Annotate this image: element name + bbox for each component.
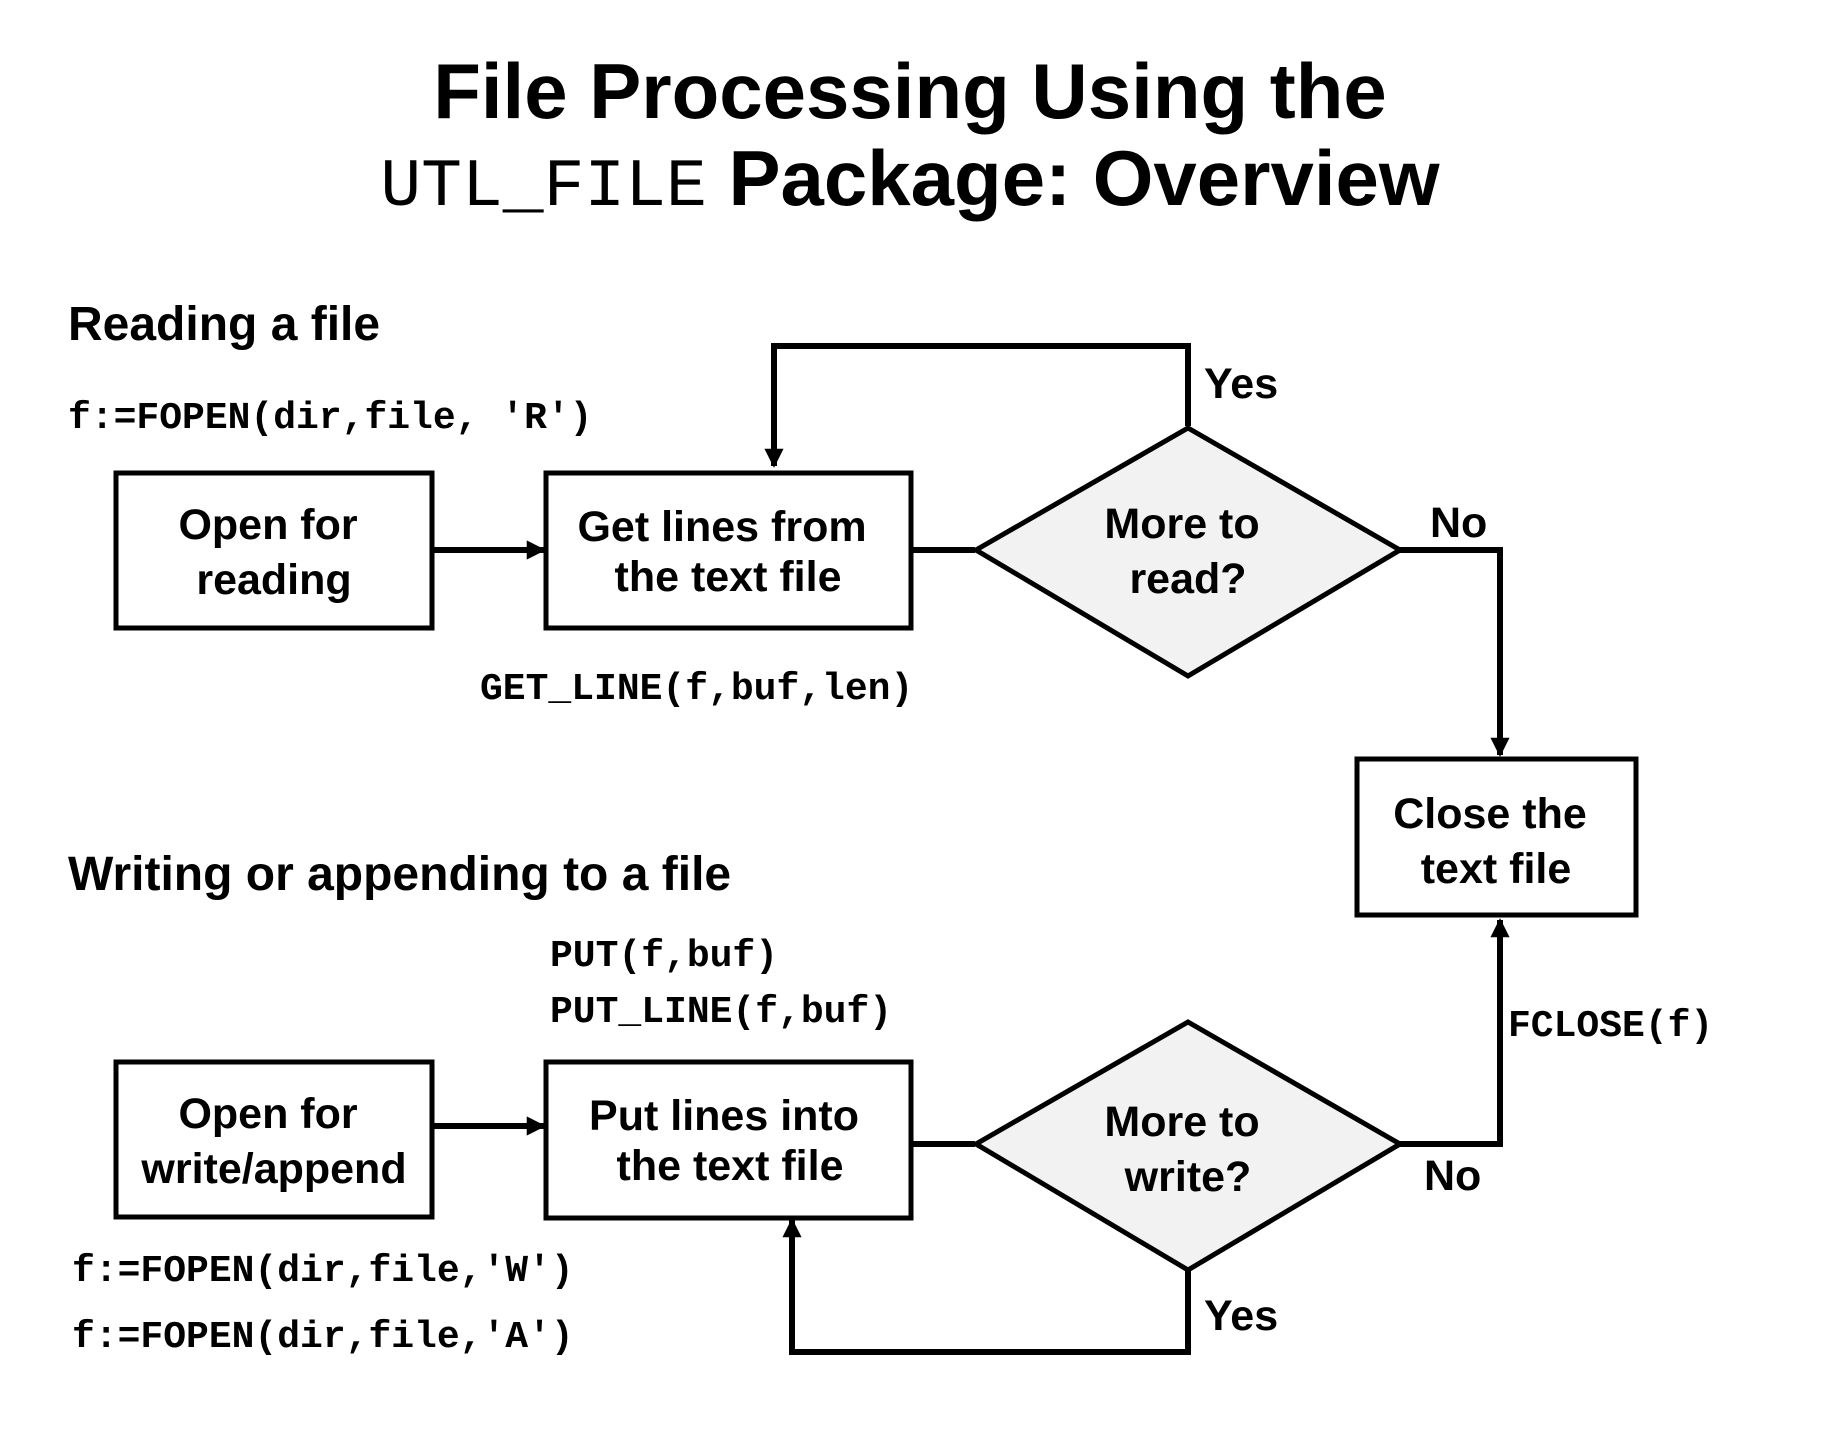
get-lines-box: Get lines from the text file <box>543 470 914 631</box>
read-yes-label: Yes <box>1204 360 1278 408</box>
more-to-write-label: More to write? <box>1104 1098 1271 1201</box>
fopen-write-call: f:=FOPEN(dir,file,'W') <box>72 1250 574 1293</box>
put-call: PUT(f,buf) <box>550 935 778 978</box>
page-title-line1: File Processing Using the <box>433 47 1387 135</box>
reading-section-heading: Reading a file <box>68 298 380 351</box>
fclose-call: FCLOSE(f) <box>1508 1005 1713 1048</box>
close-text-file-box: Close the text file <box>1354 756 1639 918</box>
arrow-read-yes-loop <box>764 343 1191 468</box>
arrow-write-no-to-close <box>1400 918 1510 1147</box>
close-text-file-label: Close the text file <box>1393 790 1599 893</box>
open-for-write-label: Open for write/append <box>140 1090 406 1193</box>
fopen-append-call: f:=FOPEN(dir,file,'A') <box>72 1316 574 1359</box>
fopen-read-call: f:=FOPEN(dir,file, 'R') <box>68 397 593 440</box>
more-to-read-label: More to read? <box>1104 500 1271 603</box>
page-title-package-name: UTL_FILE <box>380 149 706 226</box>
arrow-write-yes-loop <box>782 1218 1191 1355</box>
write-yes-label: Yes <box>1204 1292 1278 1340</box>
write-no-label: No <box>1424 1152 1481 1200</box>
put-line-call: PUT_LINE(f,buf) <box>550 991 892 1034</box>
open-for-reading-label: Open for reading <box>178 501 369 604</box>
put-lines-box: Put lines into the text file <box>543 1059 914 1221</box>
page-title-line2-rest: Package: Overview <box>707 134 1440 222</box>
open-for-reading-box: Open for reading <box>113 470 435 631</box>
writing-section-heading: Writing or appending to a file <box>68 848 731 901</box>
put-lines-label: Put lines into the text file <box>589 1092 871 1190</box>
more-to-read-decision: More to read? <box>971 425 1405 679</box>
get-lines-label: Get lines from the text file <box>577 503 878 601</box>
get-line-call: GET_LINE(f,buf,len) <box>480 668 913 711</box>
page-title-line2: UTL_FILE Package: Overview <box>380 134 1440 226</box>
more-to-write-decision: More to write? <box>971 1019 1405 1273</box>
read-no-label: No <box>1430 499 1487 547</box>
arrow-read-no-to-close <box>1400 547 1510 757</box>
open-for-write-box: Open for write/append <box>113 1059 435 1220</box>
